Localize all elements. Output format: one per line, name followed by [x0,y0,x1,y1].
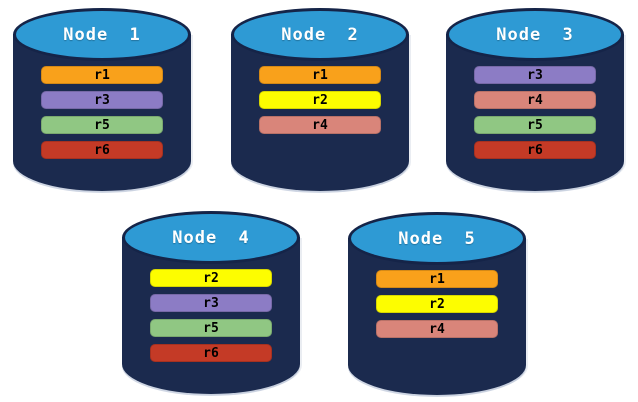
replica-list: r2 r3 r5 r6 [150,269,272,362]
node-1: Node 1 r1 r3 r5 r6 [13,8,191,191]
replica-bar: r1 [259,66,381,84]
replica-bar: r3 [150,294,272,312]
replica-bar: r3 [41,91,163,109]
replica-bar: r2 [259,91,381,109]
node-title: Node 1 [63,24,141,45]
replica-bar: r3 [474,66,596,84]
node-5: Node 5 r1 r2 r4 [348,212,526,395]
replica-list: r3 r4 r5 r6 [474,66,596,159]
node-3: Node 3 r3 r4 r5 r6 [446,8,624,191]
replica-bar: r2 [150,269,272,287]
replica-bar: r4 [259,116,381,134]
node-title: Node 4 [172,227,250,248]
replica-bar: r1 [41,66,163,84]
replica-bar: r5 [474,116,596,134]
replica-list: r1 r2 r4 [259,66,381,134]
replica-bar: r4 [474,91,596,109]
node-4: Node 4 r2 r3 r5 r6 [122,211,300,394]
replica-bar: r6 [41,141,163,159]
replica-bar: r5 [41,116,163,134]
node-2: Node 2 r1 r2 r4 [231,8,409,191]
replica-list: r1 r2 r4 [376,270,498,338]
cylinder-top-ellipse: Node 3 [446,8,624,61]
replica-bar: r1 [376,270,498,288]
node-title: Node 5 [398,228,476,249]
node-title: Node 3 [496,24,574,45]
cylinder-top-ellipse: Node 5 [348,212,526,265]
node-title: Node 2 [281,24,359,45]
replica-list: r1 r3 r5 r6 [41,66,163,159]
cylinder-top-ellipse: Node 2 [231,8,409,61]
cylinder-top-ellipse: Node 4 [122,211,300,264]
replica-bar: r6 [150,344,272,362]
replica-bar: r4 [376,320,498,338]
replica-bar: r2 [376,295,498,313]
cylinder-top-ellipse: Node 1 [13,8,191,61]
replica-bar: r6 [474,141,596,159]
replica-bar: r5 [150,319,272,337]
